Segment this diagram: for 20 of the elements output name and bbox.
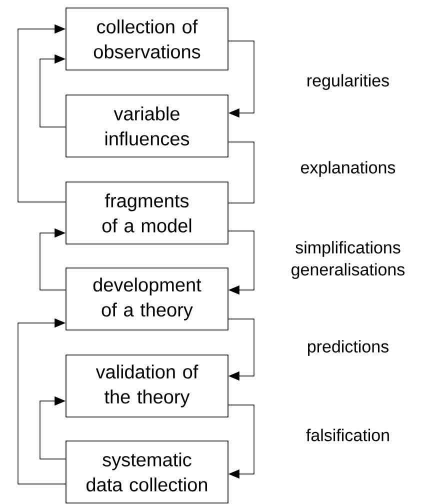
arrow xyxy=(18,318,66,484)
arrow xyxy=(228,40,254,118)
edge-label: explanations xyxy=(301,161,396,177)
process-box: variable influences xyxy=(66,94,228,158)
edge-label: simplifications generalisations xyxy=(292,241,405,279)
edge-label: predictions xyxy=(308,340,388,356)
arrow xyxy=(40,54,66,128)
arrow xyxy=(18,24,66,202)
arrow xyxy=(40,396,66,460)
process-box: fragments of a model xyxy=(66,182,228,244)
arrow xyxy=(228,318,254,381)
arrow xyxy=(228,404,254,479)
edge-label: regularities xyxy=(308,74,389,90)
edge-label: falsification xyxy=(306,428,389,442)
process-box: systematic data collection xyxy=(66,440,228,504)
process-box: development of a theory xyxy=(66,268,228,330)
arrow xyxy=(40,228,66,290)
process-box: validation of the theory xyxy=(66,354,228,418)
arrow xyxy=(228,230,254,295)
process-box: collection of observations xyxy=(66,8,228,70)
